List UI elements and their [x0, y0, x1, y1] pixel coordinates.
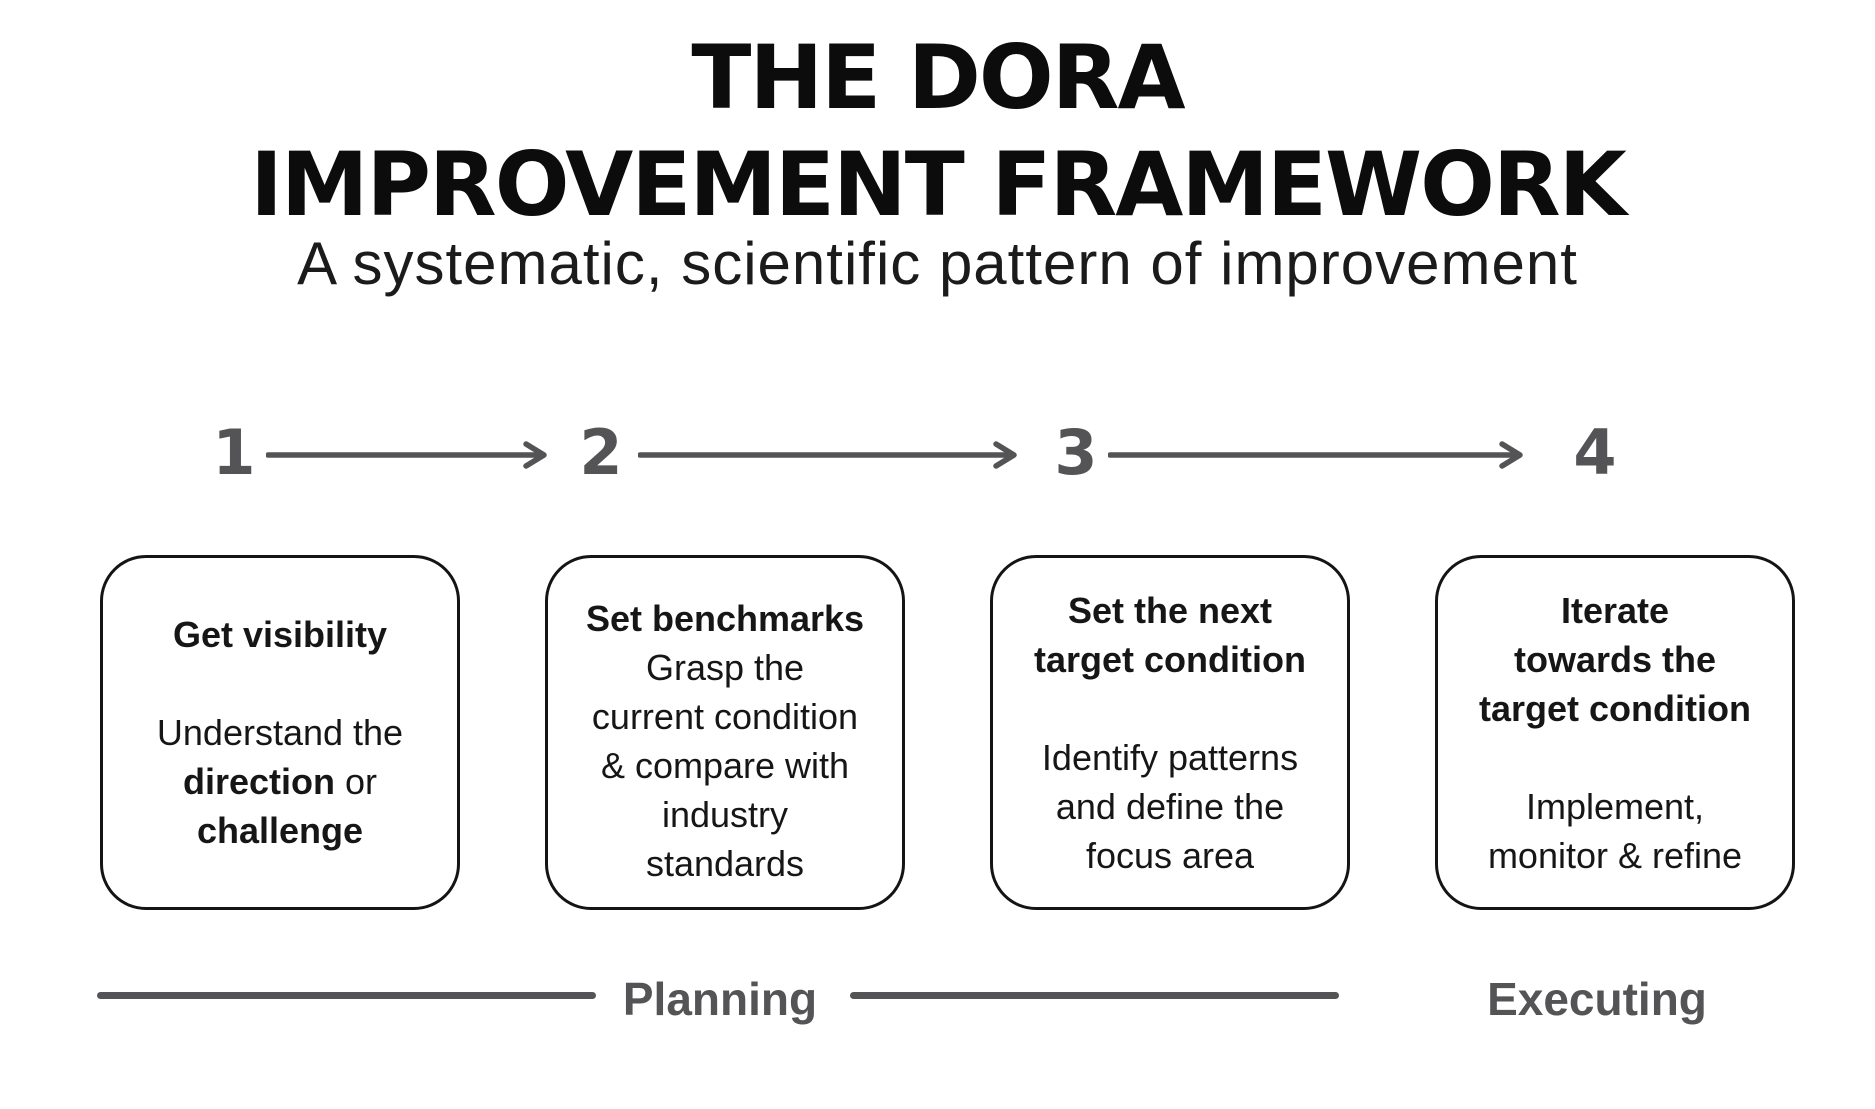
page-title-line-1: THE DORA	[691, 26, 1185, 129]
step-number-4: 4	[1573, 416, 1617, 489]
executing-phase-label: Executing	[1487, 973, 1707, 1025]
card-body-line: & compare with	[601, 741, 849, 790]
card-body-line: direction or	[183, 757, 377, 806]
card-body-bold-text: direction	[182, 761, 335, 802]
planning-phase-line-right	[850, 992, 1339, 999]
step-number-2: 2	[579, 416, 623, 489]
card-body-line: current condition	[592, 692, 858, 741]
page-title-line-2: IMPROVEMENT FRAMEWORK	[250, 133, 1627, 236]
card-heading-line: target condition	[1034, 638, 1306, 680]
card-heading-line: towards the	[1513, 638, 1717, 680]
card-body-text: Grasp the	[645, 646, 805, 688]
card-body-line: Understand the	[157, 708, 403, 757]
card-body-text: & compare with	[600, 744, 850, 786]
step-number-1: 1	[212, 416, 256, 489]
card-body-text: monitor & refine	[1487, 834, 1743, 876]
card-body-line: challenge	[197, 806, 363, 855]
card-heading-line: Iterate	[1560, 589, 1670, 631]
card-heading-line: Get visibility	[172, 614, 388, 655]
card-body-text: current condition	[591, 695, 859, 737]
arrow-right-icon	[1108, 441, 1523, 469]
card-body-text: Implement,	[1525, 785, 1705, 827]
card-body-line: Grasp the	[646, 643, 804, 692]
page-title: THE DORA IMPROVEMENT FRAMEWORK	[0, 24, 1875, 238]
card-heading-line: Set benchmarks	[585, 597, 865, 639]
card-body-line: and define the	[1056, 782, 1284, 831]
card-body-text: and define the	[1055, 785, 1285, 827]
card-body-bold-text: challenge	[196, 810, 364, 851]
card-body-line: focus area	[1086, 831, 1254, 880]
card-body-text: or	[335, 761, 378, 802]
card-body-text: focus area	[1085, 834, 1255, 876]
card-heading-line: Set the next	[1067, 589, 1273, 631]
card-body-text: standards	[645, 842, 805, 884]
card-body-line: industry	[662, 790, 788, 839]
card-body-line: monitor & refine	[1488, 831, 1742, 880]
card-body-text: industry	[661, 793, 789, 835]
arrow-right-icon	[266, 441, 547, 469]
card-body-line: standards	[646, 839, 804, 888]
card-body-line: Identify patterns	[1042, 733, 1298, 782]
card-body-text: Identify patterns	[1041, 736, 1299, 778]
card-heading-line: target condition	[1479, 687, 1751, 729]
step-number-3: 3	[1054, 416, 1098, 489]
planning-phase-label: Planning	[622, 973, 818, 1025]
card-body-line: Implement,	[1526, 782, 1704, 831]
planning-phase-line-left	[97, 992, 596, 999]
arrow-right-icon	[638, 441, 1017, 469]
card-body-text: Understand the	[156, 712, 404, 753]
page-subtitle: A systematic, scientific pattern of impr…	[297, 230, 1578, 297]
